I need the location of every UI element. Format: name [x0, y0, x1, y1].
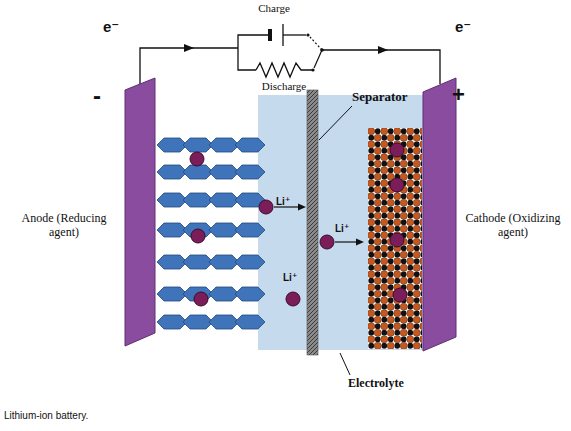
part-label: Electrolyte [348, 377, 404, 391]
electron-label: e⁻ [103, 18, 119, 35]
switch-label: Discharge [262, 80, 306, 93]
battery-symbol [268, 24, 283, 46]
graphite-cell [235, 223, 265, 237]
cathode-particles [368, 128, 422, 349]
separator [307, 90, 318, 355]
part-label: Separator [352, 90, 408, 105]
terminal-sign: - [93, 82, 101, 110]
lithium-ion [191, 229, 205, 243]
leader-line [319, 106, 352, 140]
electron-arrow [378, 46, 388, 54]
ion-label: Li⁺ [335, 223, 349, 235]
electron-arrow [184, 44, 194, 52]
lithium-ion [190, 152, 204, 166]
graphite-cell [235, 165, 265, 179]
electrode-label: Cathode (Oxidizing agent) [461, 212, 565, 240]
anode-collector [125, 78, 155, 346]
lithium-ion [194, 292, 208, 306]
ion-label: Li⁺ [283, 272, 297, 284]
ion-arrow [274, 204, 364, 246]
electrode-label: Anode (Reducing agent) [10, 212, 118, 240]
electrolyte-region [258, 95, 423, 350]
figure-caption: Lithium-ion battery. [4, 410, 88, 422]
graphite-cell [235, 255, 265, 269]
switch-label: Charge [258, 2, 290, 15]
graphite-cell [235, 315, 265, 329]
graphite-cell [235, 138, 265, 152]
leader-line [340, 353, 350, 375]
cathode-collector [423, 78, 456, 351]
ion-label: Li⁺ [276, 196, 290, 208]
electron-label: e⁻ [455, 18, 471, 35]
switch-symbol [306, 33, 323, 71]
lithium-ion [259, 143, 407, 306]
graphite-cell [235, 287, 265, 301]
terminal-sign: + [452, 82, 465, 107]
graphite-layers [157, 138, 265, 329]
